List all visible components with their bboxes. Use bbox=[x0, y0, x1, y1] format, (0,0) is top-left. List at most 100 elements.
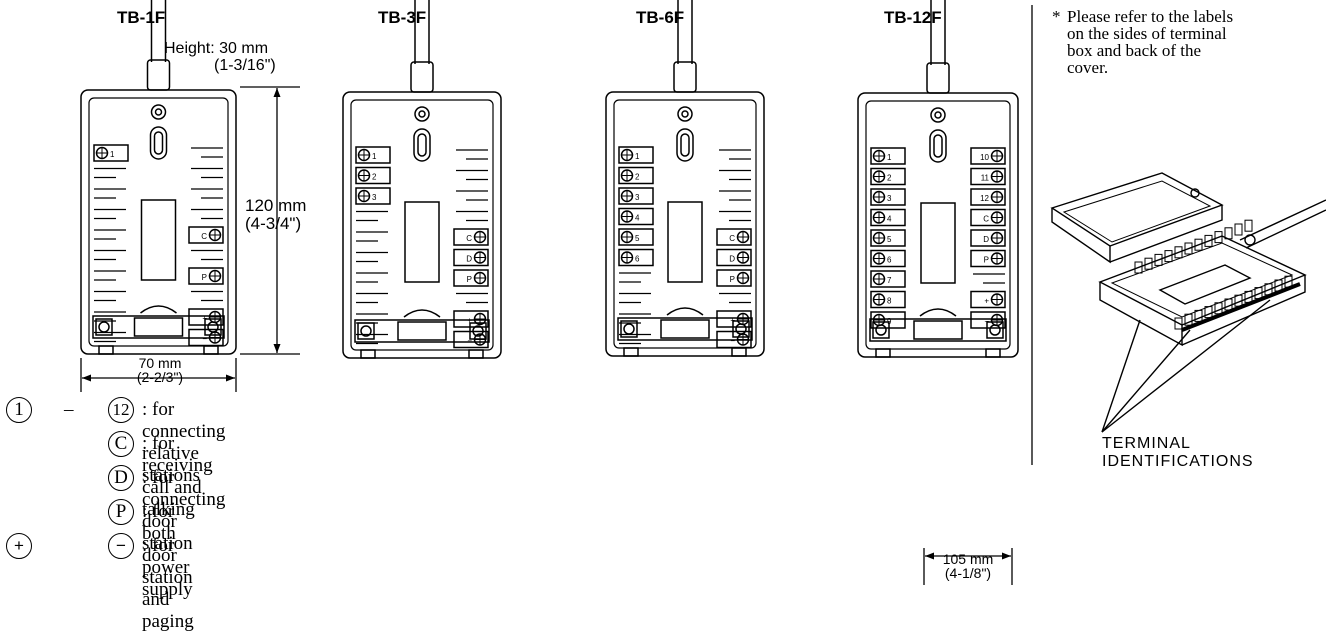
right-terminal bbox=[453, 248, 489, 267]
left-terminal-number: 1 bbox=[887, 153, 892, 162]
right-terminal bbox=[453, 310, 489, 328]
legend-text-power: : for power supply bbox=[142, 535, 193, 600]
legend-symbol-p: P bbox=[108, 499, 134, 525]
foot-right bbox=[731, 347, 747, 357]
keyhole-slot bbox=[149, 126, 168, 160]
legend-text-relative: : for connecting relative stations bbox=[142, 399, 226, 486]
base-window bbox=[1158, 264, 1252, 305]
right-terminal-label: C bbox=[466, 234, 472, 243]
bottom-fixture bbox=[617, 317, 753, 341]
left-terminal-number: 2 bbox=[372, 173, 377, 182]
right-terminal bbox=[970, 311, 1006, 329]
iso-terminal-back bbox=[1134, 261, 1143, 274]
keyhole-slot bbox=[929, 129, 947, 163]
left-terminal-number: 5 bbox=[887, 235, 892, 244]
right-terminal bbox=[970, 167, 1006, 186]
right-terminal-label: − bbox=[202, 335, 207, 344]
box-outline bbox=[857, 92, 1019, 358]
arrowhead bbox=[273, 344, 281, 353]
legend-symbol-plus: + bbox=[6, 533, 32, 559]
left-terminal bbox=[870, 147, 906, 165]
left-terminal-number: 4 bbox=[887, 215, 892, 224]
left-terminal bbox=[355, 166, 391, 185]
bottom-cable-exit bbox=[660, 319, 710, 339]
bottom-fixture bbox=[869, 318, 1007, 342]
left-terminal-number: 4 bbox=[635, 214, 640, 223]
bottom-screw-right bbox=[986, 321, 1004, 339]
right-terminal-label: + bbox=[984, 297, 989, 306]
right-terminal-label: P bbox=[467, 275, 472, 284]
bottom-screw-left bbox=[357, 322, 375, 340]
bottom-screw-left-head bbox=[875, 324, 887, 336]
right-terminal-label: C bbox=[983, 215, 989, 224]
keyhole-inner bbox=[680, 133, 690, 157]
bottom-screw-left bbox=[95, 318, 113, 336]
iso-terminal-back bbox=[1184, 242, 1193, 255]
right-terminal bbox=[970, 208, 1006, 227]
screw-hole-center bbox=[934, 111, 942, 119]
lid-pin bbox=[1190, 188, 1200, 198]
iso-terminal-front bbox=[1194, 309, 1203, 322]
base-side bbox=[1099, 282, 1183, 347]
left-terminal bbox=[870, 167, 906, 186]
center-window bbox=[404, 201, 440, 283]
legend-range-dash: – bbox=[64, 399, 74, 420]
lid-side bbox=[1051, 208, 1111, 264]
left-terminal bbox=[618, 166, 654, 185]
foot-right bbox=[203, 345, 219, 355]
screw-hole-center bbox=[418, 110, 426, 118]
left-terminal bbox=[93, 144, 129, 162]
foot-right bbox=[985, 348, 1001, 358]
legend-symbol-d: D bbox=[108, 465, 134, 491]
right-terminal-label: − bbox=[730, 337, 735, 346]
bottom-screw-right-head bbox=[207, 321, 219, 333]
bottom-screw-right-head bbox=[472, 325, 484, 337]
leader-line bbox=[1101, 319, 1141, 433]
left-terminal bbox=[870, 270, 906, 288]
left-terminal-number: 6 bbox=[887, 256, 892, 265]
screw-hole bbox=[150, 104, 167, 120]
arrowhead bbox=[1002, 552, 1011, 560]
center-window bbox=[140, 199, 177, 281]
bottom-screw-left-head bbox=[360, 325, 372, 337]
left-terminal bbox=[618, 146, 654, 164]
bottom-cable-exit bbox=[397, 321, 447, 341]
left-terminal bbox=[618, 228, 654, 246]
keyhole-inner bbox=[153, 131, 164, 155]
right-terminal bbox=[453, 330, 489, 349]
box-outline bbox=[80, 89, 237, 355]
right-terminal-label: P bbox=[202, 273, 207, 282]
note-text: * Please refer to the labels on the side… bbox=[1052, 7, 1234, 77]
right-terminal-label: 10 bbox=[980, 153, 989, 162]
bottom-arch bbox=[140, 305, 177, 314]
right-terminal bbox=[716, 269, 752, 287]
foot-right bbox=[468, 349, 484, 359]
iso-terminal-back bbox=[1214, 231, 1223, 244]
arrowhead bbox=[925, 552, 934, 560]
left-terminal bbox=[618, 207, 654, 226]
iso-terminal-front bbox=[1174, 317, 1183, 330]
right-terminal bbox=[970, 249, 1006, 268]
left-terminal-number: 2 bbox=[887, 174, 892, 183]
center-window bbox=[920, 202, 956, 284]
right-terminal-label: − bbox=[467, 337, 472, 346]
iso-terminal-back bbox=[1244, 219, 1253, 232]
box-inner-outline bbox=[613, 99, 757, 349]
cable-gland bbox=[926, 62, 950, 94]
model-title-tb6f: TB-6F bbox=[636, 8, 685, 27]
iso-terminal-back bbox=[1194, 238, 1203, 251]
terminal-identifications-label: TERMINAL IDENTIFICATIONS bbox=[1102, 435, 1254, 470]
box-outline bbox=[342, 91, 502, 359]
left-terminal bbox=[355, 146, 391, 164]
iso-terminal-back bbox=[1204, 234, 1213, 247]
box-inner-outline bbox=[350, 99, 494, 351]
arrowhead bbox=[273, 88, 281, 97]
legend-symbol-12: 12 bbox=[108, 397, 134, 423]
terminal-box-tb1f: 1CP+− bbox=[80, 0, 237, 355]
foot-left bbox=[360, 349, 376, 359]
screw-hole-center bbox=[154, 108, 163, 116]
right-terminal-label: 11 bbox=[981, 174, 990, 183]
base-side bbox=[1181, 275, 1306, 346]
left-terminal-number: 3 bbox=[372, 193, 377, 202]
